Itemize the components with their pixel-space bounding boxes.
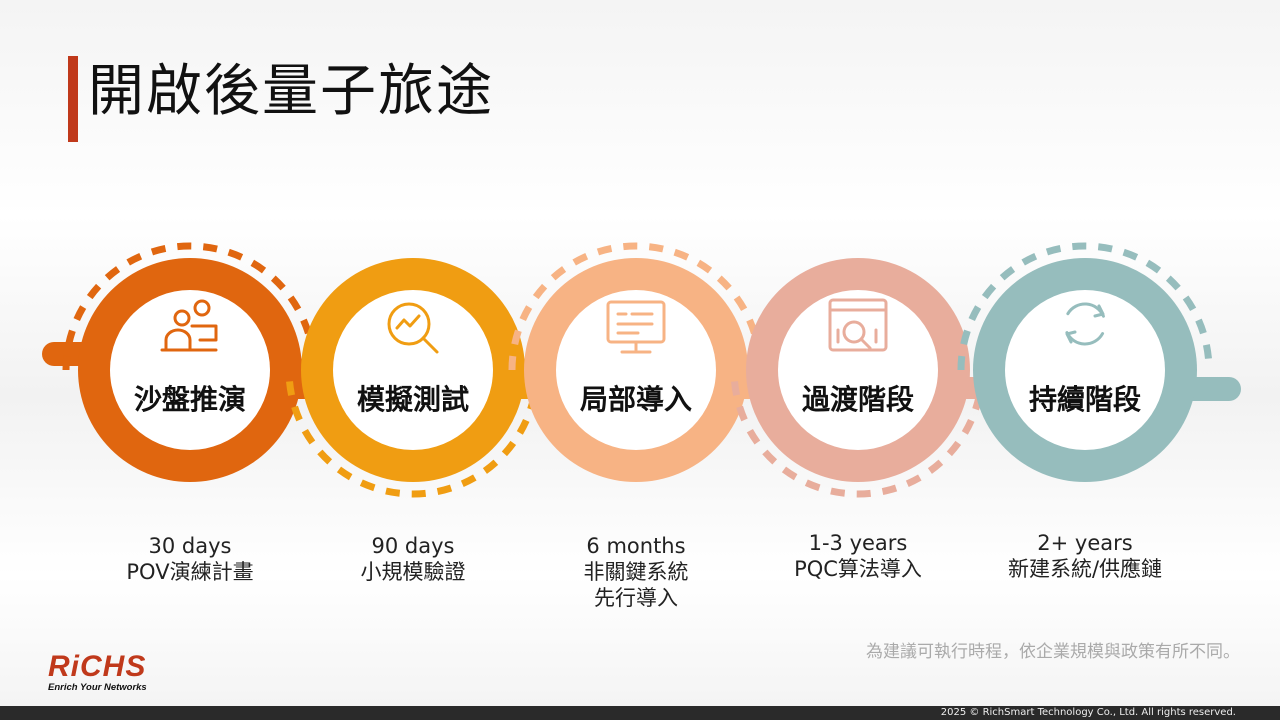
logo-tagline: Enrich Your Networks [48, 682, 147, 693]
step-description: PQC算法導入 [794, 557, 922, 581]
step-description: POV演練計畫 [126, 560, 254, 584]
magnifier-chart-icon [387, 302, 439, 354]
dashed-orbit-arc [730, 369, 986, 498]
step-description: 新建系統/供應鏈 [1007, 557, 1163, 581]
step-duration: 6 months [586, 534, 686, 558]
dashed-orbit-arc [957, 242, 1213, 371]
step-duration: 30 days [148, 534, 232, 558]
logo-wordmark: RiCHS [48, 650, 147, 683]
step-label: 模擬測試 [356, 383, 469, 416]
step-duration: 1-3 years [808, 531, 908, 555]
dashed-orbit-arc [62, 242, 318, 371]
title-accent-bar [68, 56, 78, 142]
step-label: 持續階段 [1028, 383, 1141, 416]
step-description: 先行導入 [594, 586, 678, 610]
disclaimer-note: 為建議可執行時程，依企業規模與政策有所不同。 [866, 642, 1240, 662]
copyright-text: 2025 © RichSmart Technology Co., Ltd. Al… [940, 707, 1236, 718]
footer-bar: 2025 © RichSmart Technology Co., Ltd. Al… [0, 706, 1280, 720]
dashed-orbit-arc [285, 369, 541, 498]
step-duration: 90 days [371, 534, 455, 558]
refresh-cycle-icon [1065, 302, 1105, 346]
step-circle [778, 290, 938, 450]
step-circle [1005, 290, 1165, 450]
dashed-orbit-arc [508, 242, 764, 371]
step-label: 過渡階段 [801, 383, 914, 416]
page-title: 開啟後量子旅途 [88, 59, 494, 124]
people-presentation-icon [160, 299, 218, 352]
step-duration: 2+ years [1037, 531, 1133, 555]
step-description: 非關鍵系統 [583, 560, 689, 584]
step-circle [333, 290, 493, 450]
step-circle [110, 290, 270, 450]
browser-analytics-icon [828, 298, 888, 352]
company-logo: RiCHS Enrich Your Networks [48, 652, 147, 694]
step-description: 小規模驗證 [360, 560, 466, 584]
step-label: 局部導入 [579, 383, 692, 416]
step-label: 沙盤推演 [133, 383, 246, 416]
monitor-icon [606, 300, 666, 354]
step-circle [556, 290, 716, 450]
